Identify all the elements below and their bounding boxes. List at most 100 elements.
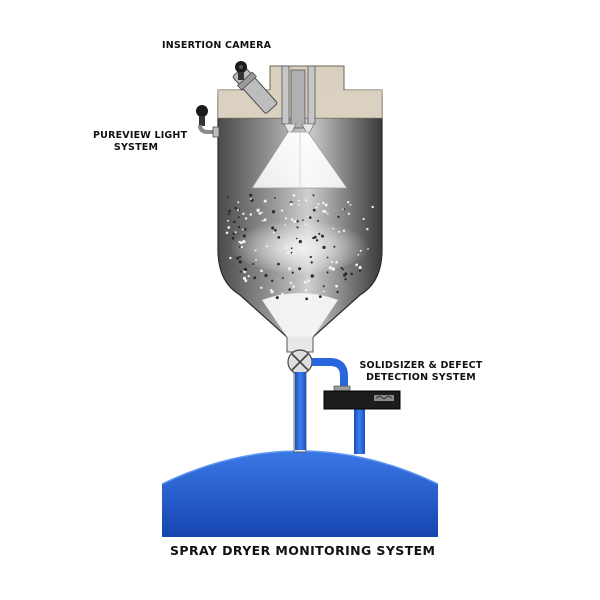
particle [244, 217, 248, 220]
particle [317, 219, 320, 223]
particle [291, 271, 294, 274]
particle [318, 295, 322, 299]
particle [240, 245, 244, 249]
particle [237, 209, 240, 212]
particle [322, 201, 325, 205]
particle [331, 261, 334, 264]
particle [304, 223, 307, 226]
particle [312, 237, 315, 240]
particle [241, 228, 244, 231]
particle [308, 216, 312, 219]
particle [277, 262, 280, 266]
particle [298, 199, 301, 202]
particle [321, 234, 324, 238]
particle [358, 269, 362, 272]
particle [288, 288, 292, 291]
particle [237, 225, 241, 229]
particle [284, 246, 288, 249]
particle [265, 245, 268, 248]
particle [298, 240, 302, 244]
particle [258, 211, 262, 215]
particle [236, 256, 240, 260]
particle [242, 276, 247, 280]
particle [304, 199, 308, 202]
particle [253, 276, 257, 280]
powder-particles [225, 193, 374, 301]
particle [298, 267, 302, 271]
particle [317, 202, 320, 206]
particle [344, 277, 347, 281]
blue-pipes [295, 358, 365, 454]
particle [328, 266, 333, 270]
particle [280, 209, 284, 212]
particle [313, 235, 317, 239]
particle [305, 297, 309, 301]
atomizer-nozzles [281, 65, 316, 137]
particle [312, 208, 316, 212]
particle [302, 249, 306, 252]
particle [310, 261, 313, 264]
particle [234, 206, 238, 210]
particle [290, 251, 293, 254]
particle [290, 247, 293, 250]
particle [286, 251, 290, 255]
particle [342, 208, 344, 211]
collection-tank [161, 450, 439, 537]
pureview-light-label-line2: SYSTEM [113, 142, 159, 153]
solidsizer-label: SOLIDSIZER & DEFECT DETECTION SYSTEM [355, 360, 487, 384]
particle [296, 220, 299, 223]
particle [281, 292, 285, 296]
particle [237, 216, 240, 219]
particle [242, 212, 245, 215]
particle [331, 267, 336, 271]
particle [271, 210, 276, 214]
particle [292, 294, 296, 299]
particle [367, 248, 369, 250]
particle [228, 209, 232, 213]
particle [304, 288, 308, 292]
particle [243, 227, 247, 231]
particle [297, 204, 300, 206]
particle [289, 281, 293, 285]
solidsizer-label-line1: SOLIDSIZER & DEFECT [359, 360, 483, 371]
particle [263, 199, 267, 203]
particle [244, 279, 248, 283]
particle [292, 194, 296, 197]
particle [242, 239, 246, 244]
particle [261, 219, 264, 222]
diagram-title: SPRAY DRYER MONITORING SYSTEM [170, 543, 436, 558]
particle [231, 236, 235, 240]
particle [272, 231, 275, 234]
particle [263, 218, 267, 222]
particle [227, 226, 231, 229]
pureview-light-label-line1: PUREVIEW LIGHT [93, 130, 188, 141]
particle [347, 201, 350, 204]
particle [312, 295, 315, 298]
particle [270, 290, 274, 294]
particle [335, 284, 338, 288]
particle [295, 237, 298, 240]
particle [318, 232, 321, 235]
particle [256, 208, 260, 212]
particle [340, 266, 343, 269]
particle [302, 219, 304, 221]
particle [252, 262, 255, 266]
particle [284, 224, 286, 226]
particle [250, 198, 252, 200]
particle [335, 260, 338, 264]
particle [332, 227, 335, 230]
particle [277, 236, 281, 239]
particle [366, 227, 369, 231]
particle [227, 196, 230, 199]
particle [234, 231, 237, 234]
particle [264, 273, 268, 278]
particle [254, 249, 257, 252]
particle [289, 202, 293, 206]
particle [315, 239, 319, 242]
particle [260, 286, 263, 290]
particle [362, 217, 365, 221]
particle [303, 280, 308, 284]
particle [274, 197, 276, 199]
particle [343, 208, 346, 211]
